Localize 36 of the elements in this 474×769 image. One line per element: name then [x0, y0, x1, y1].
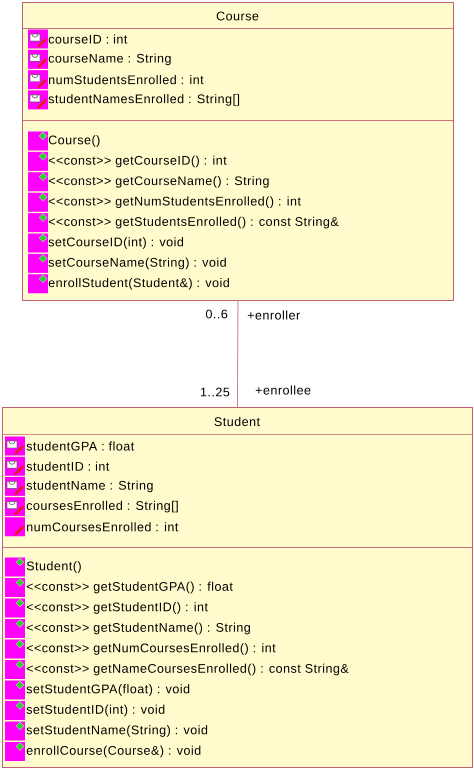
attribute-text: courseID : int [48, 34, 128, 44]
attribute-text: numStudentsEnrolled : int [49, 75, 204, 84]
operation-text: <<const>> getStudentsEnrolled() : const String& [48, 216, 338, 228]
operation-text: enrollStudent(Student&) : void [48, 278, 229, 290]
multiplicity: 0..6 [206, 310, 228, 318]
operation-text: setStudentGPA(float) : void [26, 684, 190, 696]
operation-text: <<const>> getCourseID() : int [48, 156, 227, 168]
operation-text: enrollCourse(Course&) : void [26, 746, 200, 758]
compartment [22, 120, 454, 301]
operation-text: <<const>> getStudentID() : int [26, 602, 208, 614]
operation-text: setStudentID(int) : void [26, 704, 164, 716]
compartment [2, 547, 473, 768]
role-name: +enrollee [256, 385, 310, 395]
association-line [237, 300, 238, 408]
operation-text: Course() [48, 135, 100, 147]
attribute-text: numCoursesEnrolled : int [27, 522, 178, 532]
attribute-text: studentName : String [26, 480, 153, 492]
operation-text: <<const>> getNumStudentsEnrolled() : int [48, 196, 301, 208]
operation-text: <<const>> getStudentName() : String [26, 622, 250, 634]
operation-text: setStudentName(String) : void [26, 725, 208, 737]
multiplicity: 1..25 [200, 388, 230, 396]
operation-text: <<const>> getCourseName() : String [48, 176, 269, 188]
operation-text: <<const>> getNameCoursesEnrolled() : const String& [26, 664, 349, 676]
attribute-text: coursesEnrolled : String[] [26, 500, 178, 512]
role-name: +enroller [248, 310, 300, 320]
attribute-text: studentID : int [26, 462, 110, 471]
attribute-text: courseName : String [48, 53, 171, 66]
attribute-text: studentGPA : float [26, 441, 134, 451]
operation-text: setCourseID(int) : void [48, 237, 184, 249]
compartment [22, 28, 454, 121]
compartment [2, 434, 473, 548]
operation-text: <<const>> getNumCoursesEnrolled() : int [26, 643, 276, 655]
operation-text: <<const>> getStudentGPA() : float [26, 582, 233, 594]
operation-text: Student() [26, 561, 81, 573]
attribute-text: studentNamesEnrolled : String[] [48, 94, 240, 106]
operation-text: setCourseName(String) : void [48, 258, 226, 270]
